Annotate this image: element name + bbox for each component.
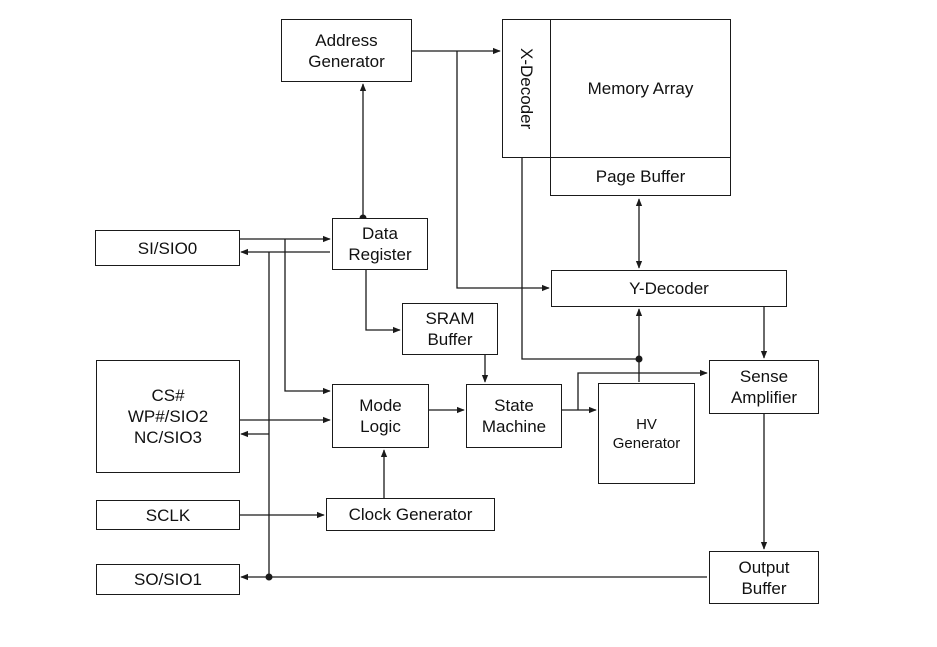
cs-wp-nc-label: CS# WP#/SIO2 NC/SIO3: [127, 386, 209, 447]
wire-statemachine-to-senseamp: [577, 369, 708, 410]
data-register-label: Data Register: [348, 224, 412, 264]
state-machine-label: State Machine: [481, 396, 547, 436]
memory-array-block: Memory Array: [550, 19, 731, 158]
wire-datareg-to-sram: [365, 270, 401, 334]
sclk-label: SCLK: [145, 505, 191, 525]
junction-so-bus: [265, 573, 273, 581]
page-buffer-block: Page Buffer: [550, 157, 731, 196]
y-decoder-label: Y-Decoder: [629, 279, 709, 298]
junction-hv-ydec: [635, 355, 643, 363]
cs-wp-nc-block: CS# WP#/SIO2 NC/SIO3: [96, 360, 240, 473]
so-sio1-label: SO/SIO1: [133, 570, 203, 589]
wire-si-to-modelogic: [284, 239, 331, 395]
y-decoder-block: Y-Decoder: [551, 270, 787, 307]
memory-array-label: Memory Array: [587, 79, 694, 98]
wire-xdecoder-down: [521, 158, 639, 360]
sense-amplifier-label: Sense Amplifier: [730, 367, 798, 407]
hv-generator-block: HV Generator: [598, 383, 695, 484]
address-generator-block: Address Generator: [281, 19, 412, 82]
mode-logic-block: Mode Logic: [332, 384, 429, 448]
sram-buffer-label: SRAM Buffer: [425, 309, 475, 349]
output-buffer-label: Output Buffer: [738, 557, 790, 598]
sclk-block: SCLK: [96, 500, 240, 530]
x-decoder-block: X-Decoder: [502, 19, 551, 158]
clock-generator-block: Clock Generator: [326, 498, 495, 531]
data-register-block: Data Register: [332, 218, 428, 270]
sense-amplifier-block: Sense Amplifier: [709, 360, 819, 414]
mode-logic-label: Mode Logic: [359, 396, 402, 436]
clock-generator-label: Clock Generator: [348, 505, 473, 524]
address-generator-label: Address Generator: [308, 30, 385, 71]
state-machine-block: State Machine: [466, 384, 562, 448]
x-decoder-label: X-Decoder: [517, 47, 536, 130]
si-sio0-label: SI/SIO0: [137, 238, 198, 258]
page-buffer-label: Page Buffer: [595, 167, 686, 186]
sram-buffer-block: SRAM Buffer: [402, 303, 498, 355]
output-buffer-block: Output Buffer: [709, 551, 819, 604]
si-sio0-block: SI/SIO0: [95, 230, 240, 266]
hv-generator-label: HV Generator: [612, 415, 681, 452]
wire-addr-to-ydecoder: [456, 51, 550, 292]
so-sio1-block: SO/SIO1: [96, 564, 240, 595]
